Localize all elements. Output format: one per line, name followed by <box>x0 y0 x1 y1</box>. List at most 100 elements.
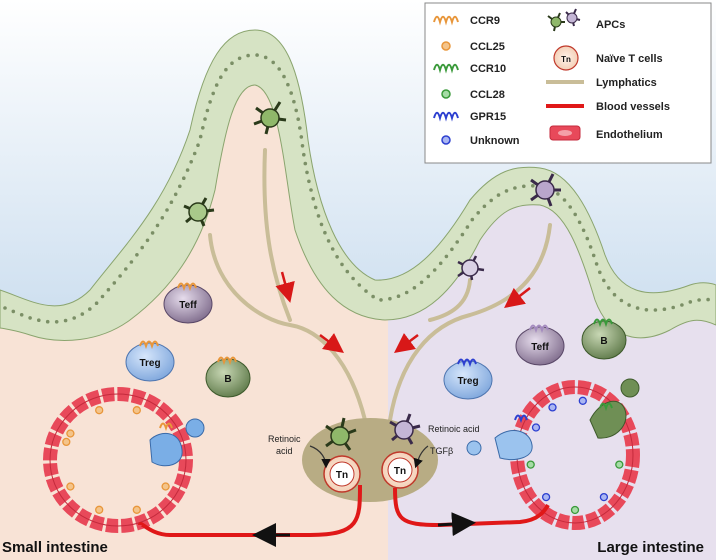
treg-left-label: Treg <box>139 358 160 369</box>
epithelial-nucleus <box>309 188 313 192</box>
b-left-label: B <box>224 374 231 385</box>
epithelial-nucleus <box>345 269 350 274</box>
epithelial-nucleus <box>396 294 401 299</box>
epithelial-nucleus <box>316 214 321 218</box>
legend-label-ccl25: CCL25 <box>470 41 505 53</box>
legend-label-blood-vessels: Blood vessels <box>596 101 670 113</box>
epithelial-nucleus <box>230 61 234 65</box>
epithelial-nucleus <box>419 280 424 285</box>
epithelial-nucleus <box>196 143 200 147</box>
epithelial-nucleus <box>680 303 684 307</box>
epithelial-nucleus <box>594 262 599 266</box>
epithelial-nucleus <box>45 319 50 324</box>
ccl28-dot <box>615 460 624 469</box>
blue-dot-icon <box>441 135 451 145</box>
large-intestine-label: Large intestine <box>597 539 704 556</box>
epithelial-nucleus <box>208 100 212 104</box>
green-receptor-icon <box>433 63 459 74</box>
epithelial-nucleus <box>644 308 649 312</box>
apc-node-left <box>325 417 357 451</box>
epithelial-nucleus <box>305 170 309 175</box>
epithelial-nucleus <box>72 316 76 320</box>
epithelial-nucleus <box>619 298 624 303</box>
epithelial-nucleus <box>155 223 160 228</box>
epithelial-nucleus <box>302 152 306 157</box>
apc-villus-right <box>530 173 561 207</box>
naive-t-cell-left: Tn <box>323 455 361 493</box>
orange-receptor-icon <box>433 15 459 26</box>
legend-item-lymphatics: Lymphatics <box>546 77 657 89</box>
blood-flow-arrow-right <box>437 512 476 537</box>
epithelial-nucleus <box>28 316 32 320</box>
epithelial-nucleus <box>294 108 299 113</box>
epithelial-nucleus <box>653 308 658 312</box>
epithelial-nucleus <box>37 318 41 323</box>
epithelial-nucleus <box>591 253 596 258</box>
epithelial-nucleus <box>205 108 210 113</box>
epithelial-nucleus <box>313 205 318 210</box>
treg-cell-right: Treg <box>443 358 493 400</box>
epithelial-nucleus <box>351 276 355 281</box>
epithelial-nucleus <box>340 262 344 267</box>
ccl28-dot <box>570 505 580 515</box>
epithelial-nucleus <box>562 198 567 202</box>
retinoic-acid-right: Retinoic acid <box>428 424 480 434</box>
epithelial-nucleus <box>173 192 178 197</box>
epithelial-nucleus <box>450 247 454 252</box>
apc-villus-left-2 <box>183 197 215 227</box>
epithelial-nucleus <box>106 287 111 292</box>
epithelial-nucleus <box>112 281 117 285</box>
ccl25-dot <box>66 482 75 491</box>
epithelial-nucleus <box>178 184 182 189</box>
legend-item-gpr15: GPR15 <box>433 111 506 123</box>
epithelial-nucleus <box>588 245 593 249</box>
epithelial-nucleus <box>404 290 409 295</box>
epithelial-nucleus <box>169 200 174 204</box>
retinoic-left-arrow <box>309 445 331 469</box>
legend-item-endothelium: Endothelium <box>549 125 663 141</box>
epithelial-nucleus <box>303 161 308 166</box>
epithelial-nucleus <box>118 274 122 278</box>
epithelial-nucleus <box>465 225 470 229</box>
retinoic-acid-left-line1: Retinoic <box>268 434 301 444</box>
ccl25-dot <box>95 406 104 415</box>
epithelial-nucleus <box>100 294 105 299</box>
epithelial-nucleus <box>160 216 165 220</box>
epithelial-nucleus <box>80 312 85 316</box>
epithelial-nucleus <box>612 292 617 297</box>
epithelial-nucleus <box>671 305 675 310</box>
orange-dot-icon <box>441 41 451 51</box>
epithelial-nucleus <box>489 198 494 203</box>
blood-flow-left <box>138 484 362 537</box>
legend-label-lymphatics: Lymphatics <box>596 77 657 89</box>
epithelial-cells <box>3 53 710 324</box>
ccl25-dot <box>132 406 141 415</box>
teff-right-label: Teff <box>531 342 549 353</box>
epithelial-nucleus <box>129 260 134 264</box>
epithelial-nucleus <box>460 232 465 237</box>
lymphatic-vessel-right-villus <box>428 278 472 322</box>
epithelial-nucleus <box>335 254 339 259</box>
epithelium-layer <box>0 29 716 341</box>
epithelial-nucleus <box>598 270 602 275</box>
lymph-arrow-1 <box>275 271 295 303</box>
green-dot-icon <box>441 89 451 99</box>
epithelial-nucleus <box>606 286 611 290</box>
legend-item-ccr9: CCR9 <box>433 15 500 27</box>
epithelial-nucleus <box>307 179 311 184</box>
epithelial-nucleus <box>412 286 417 290</box>
legend-item-naive-t: Tn Naïve T cells <box>553 45 663 71</box>
apc-node-right <box>389 413 421 445</box>
b-cell-left: B <box>205 356 251 398</box>
epithelial-nucleus <box>585 236 590 241</box>
lymph-flow-arrows <box>275 271 531 353</box>
epithelial-nucleus <box>444 254 449 259</box>
epithelial-nucleus <box>330 247 335 251</box>
epithelial-nucleus <box>706 297 710 302</box>
epithelial-nucleus <box>299 135 304 139</box>
teff-cell-left: Teff <box>163 282 213 324</box>
treg-cell-left: Treg <box>125 340 175 382</box>
epithelial-nucleus <box>311 196 316 201</box>
epithelial-nucleus <box>198 134 203 139</box>
